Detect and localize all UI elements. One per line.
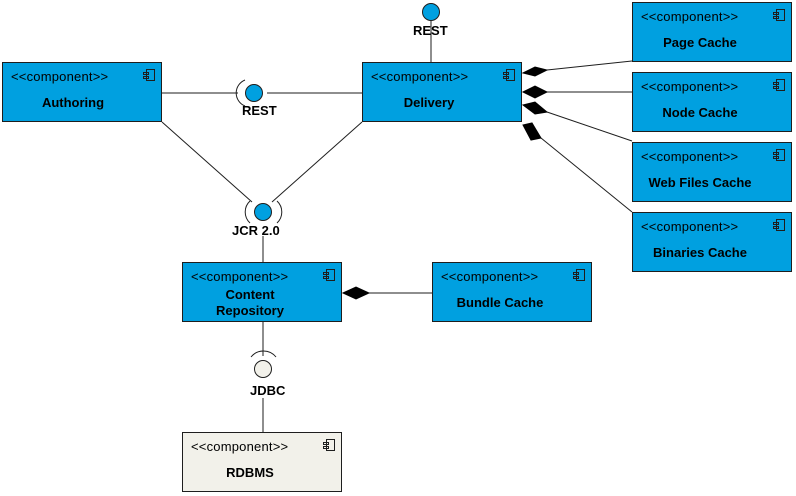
component-name: Node Cache: [662, 105, 738, 120]
component-name: Bundle Cache: [456, 295, 544, 310]
component-binaries-cache[interactable]: <<component>> Binaries Cache: [632, 212, 792, 272]
component-icon: [573, 269, 585, 281]
connector-delivery-page-cache: [546, 60, 633, 71]
component-name: RDBMS: [226, 465, 274, 480]
composition-diamond-web-files-cache: [521, 101, 549, 115]
component-name: Page Cache: [663, 35, 737, 50]
jdbc-label: JDBC: [250, 383, 286, 398]
component-authoring[interactable]: <<component>> Authoring: [2, 62, 162, 122]
component-page-cache[interactable]: <<component>> Page Cache: [632, 2, 792, 62]
component-icon: [323, 269, 335, 281]
connector-delivery-binaries-cache: [540, 137, 633, 213]
jcr-label: JCR 2.0: [232, 223, 280, 238]
component-icon: [323, 439, 335, 451]
stereotype-label: <<component>>: [641, 9, 739, 24]
component-content-repository[interactable]: <<component>> Content Repository: [182, 262, 342, 322]
jcr-interface-icon: [254, 203, 272, 221]
composition-diamond-binaries-cache: [522, 122, 542, 141]
component-name: Authoring: [41, 95, 105, 110]
component-bundle-cache[interactable]: <<component>> Bundle Cache: [432, 262, 592, 322]
composition-diamond-bundle-cache: [341, 286, 371, 300]
component-name: Binaries Cache: [653, 245, 747, 260]
component-icon: [143, 69, 155, 81]
component-icon: [773, 79, 785, 91]
jdbc-interface-icon: [254, 360, 272, 378]
component-icon: [773, 219, 785, 231]
stereotype-label: <<component>>: [191, 269, 289, 284]
component-node-cache[interactable]: <<component>> Node Cache: [632, 72, 792, 132]
component-rdbms[interactable]: <<component>> RDBMS: [182, 432, 342, 492]
rest-top-label: REST: [413, 23, 448, 38]
jdbc-socket-icon: [250, 350, 277, 358]
connector-delivery-jcr: [271, 121, 363, 203]
stereotype-label: <<component>>: [641, 149, 739, 164]
component-delivery[interactable]: <<component>> Delivery: [362, 62, 522, 122]
rest-mid-interface-icon: [245, 84, 263, 102]
jcr-socket-icon: [244, 200, 283, 224]
stereotype-label: <<component>>: [11, 69, 109, 84]
stereotype-label: <<component>>: [191, 439, 289, 454]
component-name: Delivery: [403, 95, 455, 110]
stereotype-label: <<component>>: [641, 79, 739, 94]
component-icon: [773, 149, 785, 161]
component-name: Content Repository: [216, 287, 284, 318]
stereotype-label: <<component>>: [441, 269, 539, 284]
rest-mid-socket-icon: [235, 79, 246, 107]
stereotype-label: <<component>>: [371, 69, 469, 84]
component-name: Web Files Cache: [648, 175, 752, 190]
composition-diamond-node-cache: [521, 85, 549, 99]
component-icon: [773, 9, 785, 21]
component-web-files-cache[interactable]: <<component>> Web Files Cache: [632, 142, 792, 202]
connector-authoring-jcr: [161, 121, 253, 203]
rest-top-interface-icon: [422, 3, 440, 21]
composition-diamond-page-cache: [521, 66, 549, 77]
rest-mid-label: REST: [242, 103, 277, 118]
stereotype-label: <<component>>: [641, 219, 739, 234]
component-icon: [503, 69, 515, 81]
connector-delivery-web-files-cache: [546, 111, 633, 142]
